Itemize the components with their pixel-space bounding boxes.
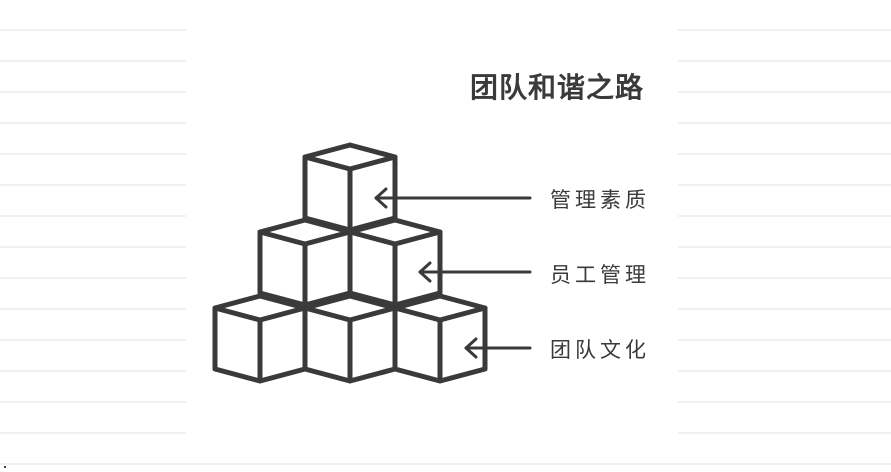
cube-bottom-right (395, 296, 485, 381)
cube-bottom-left (215, 296, 305, 381)
cube-middle-left (260, 220, 350, 305)
layer-label-top: 管理素质 (550, 184, 670, 214)
arrow-top (376, 189, 530, 207)
cube-middle-right (350, 220, 440, 305)
layer-label-middle: 员工管理 (550, 259, 670, 289)
corner-dot (4, 466, 6, 468)
cube-top (305, 145, 395, 230)
cube-bottom-center (305, 296, 395, 381)
layer-label-bottom: 团队文化 (550, 334, 670, 364)
